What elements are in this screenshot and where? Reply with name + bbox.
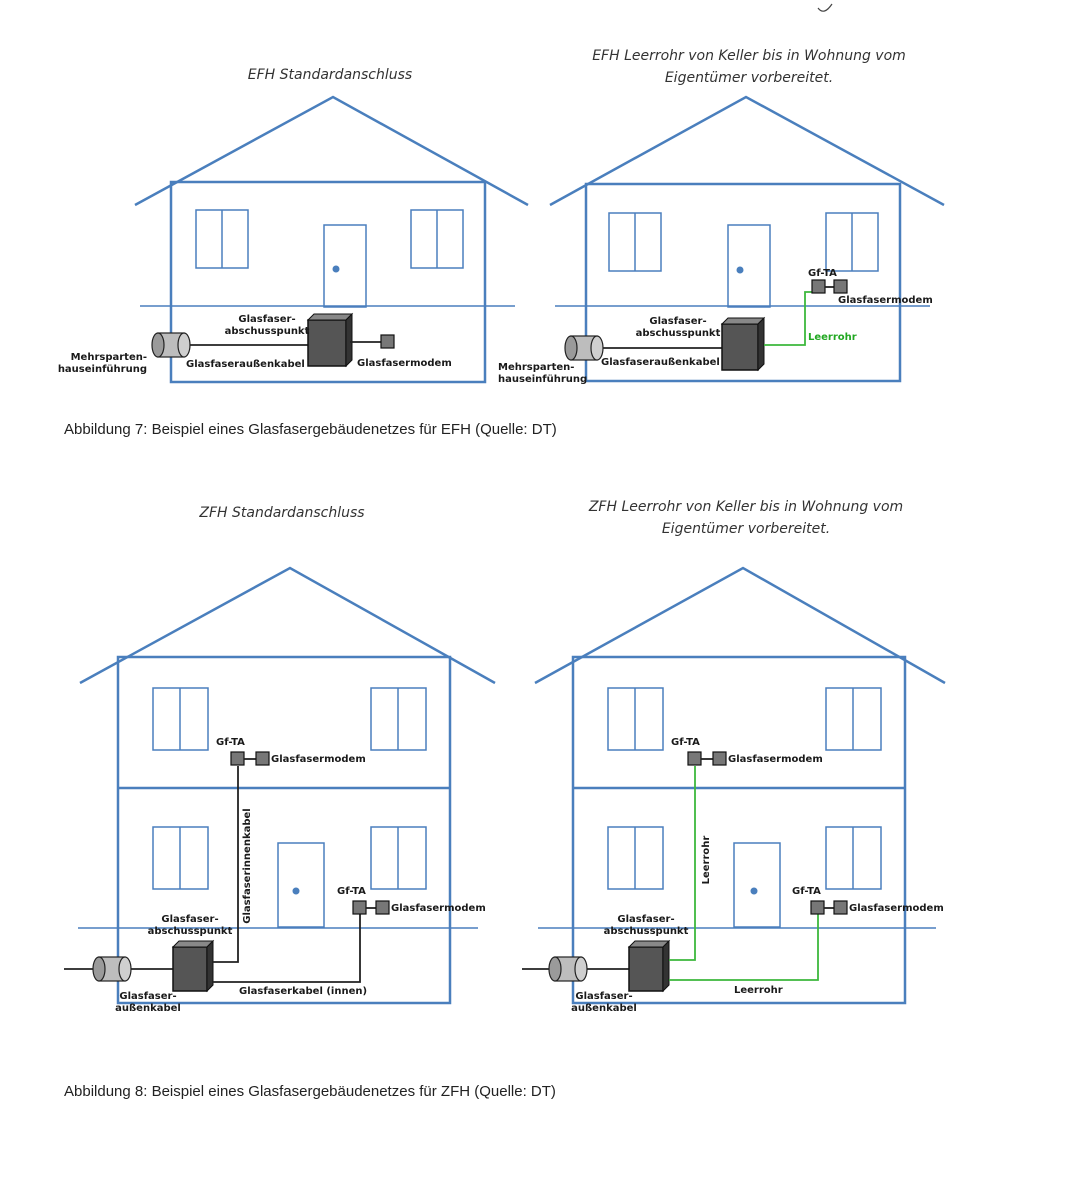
kabel-innen-label: Glasfaserkabel (innen)	[239, 986, 367, 997]
modem-box	[833, 279, 848, 294]
door	[277, 842, 325, 928]
mehrsparten-label: Mehrsparten-hauseinführung	[498, 362, 587, 385]
leerrohr-label: Leerrohr	[808, 332, 857, 343]
apl-label: Glasfaser-abschusspunkt	[636, 316, 721, 339]
zfh-standard-title: ZFH Standardanschluss	[198, 505, 364, 521]
modem-box	[712, 751, 727, 766]
modem-bottom-label: Glasfasermodem	[391, 903, 486, 914]
apl-box	[627, 939, 671, 993]
gfta-box	[687, 751, 702, 766]
innenkabel-label: Glasfaserinnenkabel	[242, 808, 253, 923]
modem-top-label: Glasfasermodem	[728, 754, 823, 765]
apl-label: Glasfaser-abschusspunkt	[225, 314, 310, 337]
modem-box	[380, 334, 395, 349]
mehrsparten-label: Mehrsparten-hauseinführung	[58, 352, 147, 375]
modem-box	[375, 900, 390, 915]
gfta-box	[230, 751, 245, 766]
aussenkabel-label: Glasfaseraußenkabel	[186, 359, 305, 370]
gfta-bottom-label: Gf-TA	[792, 886, 821, 897]
efh-standard-diagram: EFH Standardanschluss Glasfaser-abschuss…	[58, 67, 529, 384]
zfh-leerrohr-title: ZFH Leerrohr von Keller bis in Wohnung v…	[588, 499, 903, 537]
house-body	[116, 655, 452, 1005]
text-fragment	[817, 3, 833, 12]
modem-box	[255, 751, 270, 766]
leerrohr-line	[764, 291, 813, 346]
house-body	[571, 655, 907, 1005]
door	[323, 224, 367, 308]
kabel-innen-line	[213, 914, 361, 983]
leerrohr-vertical-label: Leerrohr	[701, 836, 712, 885]
zfh-standard-diagram: ZFH Standardanschluss	[64, 505, 496, 1014]
cable-entry-cylinder	[151, 332, 191, 358]
efh-standard-title: EFH Standardanschluss	[248, 67, 412, 83]
modem-top-label: Glasfasermodem	[271, 754, 366, 765]
apl-label: Glasfaser-abschusspunkt	[604, 914, 689, 937]
house-body	[169, 180, 487, 384]
leerrohr-vertical-line	[669, 766, 696, 961]
house-roof	[534, 566, 946, 685]
modem-bottom-label: Glasfasermodem	[849, 903, 944, 914]
apl-box	[306, 312, 354, 368]
efh-leerrohr-title: EFH Leerrohr von Keller bis in Wohnung v…	[592, 48, 906, 86]
figure-8-caption: Abbildung 8: Beispiel eines Glasfasergeb…	[64, 1083, 556, 1100]
cable-entry-cylinder	[548, 956, 588, 982]
efh-leerrohr-diagram: EFH Leerrohr von Keller bis in Wohnung v…	[498, 48, 945, 385]
aussenkabel-label: Glasfaseraußenkabel	[601, 357, 720, 368]
aussenkabel-label: Glasfaser-außenkabel	[115, 991, 181, 1014]
house-roof	[79, 566, 496, 685]
house-body	[584, 182, 902, 383]
leerrohr-horizontal-line	[669, 914, 819, 981]
modem-label: Glasfasermodem	[357, 358, 452, 369]
gfta-box	[810, 900, 825, 915]
door	[733, 842, 781, 928]
figure-7-caption: Abbildung 7: Beispiel eines Glasfasergeb…	[64, 421, 557, 438]
door	[727, 224, 771, 308]
gfta-top-label: Gf-TA	[671, 737, 700, 748]
cable-entry-cylinder	[564, 335, 604, 361]
gfta-label: Gf-TA	[808, 268, 837, 279]
gfta-box	[352, 900, 367, 915]
innenkabel-line	[213, 766, 239, 963]
aussenkabel-label: Glasfaser-außenkabel	[571, 991, 637, 1014]
gfta-top-label: Gf-TA	[216, 737, 245, 748]
house-roof	[134, 95, 529, 207]
apl-box	[720, 316, 766, 372]
zfh-leerrohr-diagram: ZFH Leerrohr von Keller bis in Wohnung v…	[522, 499, 946, 1014]
apl-label: Glasfaser-abschusspunkt	[148, 914, 233, 937]
house-roof	[549, 95, 945, 207]
cable-entry-cylinder	[92, 956, 132, 982]
apl-box	[171, 939, 215, 993]
gfta-bottom-label: Gf-TA	[337, 886, 366, 897]
leerrohr-horizontal-label: Leerrohr	[734, 985, 783, 996]
modem-label: Glasfasermodem	[838, 295, 933, 306]
gfta-box	[811, 279, 826, 294]
modem-box	[833, 900, 848, 915]
